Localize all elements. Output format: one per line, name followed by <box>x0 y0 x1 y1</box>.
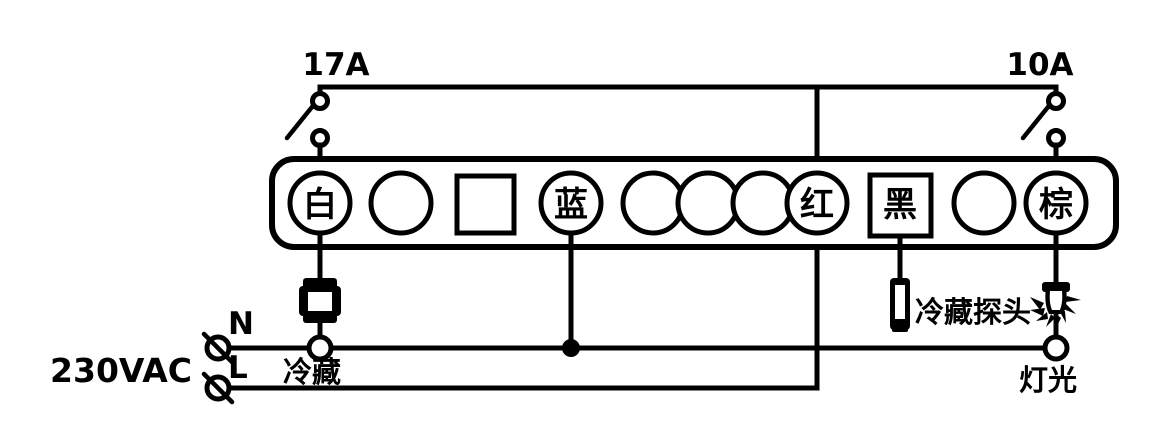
terminal-8-label: 红 <box>800 185 834 225</box>
breaker-left-17a[interactable]: 17A <box>284 47 370 189</box>
terminal-3-shape <box>454 173 517 236</box>
live-terminal-label: L <box>228 350 248 386</box>
terminal-6-shape <box>675 170 741 236</box>
compressor-icon <box>299 278 341 323</box>
terminal-3-empty-square[interactable] <box>454 173 517 236</box>
temperature-probe-icon <box>890 278 910 332</box>
terminal-4-label: 蓝 <box>554 185 588 225</box>
terminal-2-shape <box>368 170 434 236</box>
neutral-terminal-label: N <box>228 306 254 342</box>
terminal-5-empty[interactable] <box>620 170 686 236</box>
supply-terminal-live[interactable]: L <box>201 350 248 405</box>
terminal-list: 白 蓝 <box>287 170 1089 239</box>
terminal-8-red[interactable]: 红 <box>784 170 850 236</box>
terminal-8-shape <box>784 170 850 236</box>
probe-label: 冷藏探头 <box>915 295 1031 329</box>
light-bulb-icon <box>1030 282 1081 328</box>
terminal-6-empty[interactable] <box>675 170 741 236</box>
supply-voltage-label: 230VAC <box>50 351 192 390</box>
terminal-2-empty[interactable] <box>368 170 434 236</box>
terminal-7-empty[interactable] <box>730 170 796 236</box>
breaker-left-upper-contact <box>310 91 330 111</box>
terminal-5-shape <box>620 170 686 236</box>
compressor-neutral-junction <box>306 334 334 362</box>
breaker-right-upper-contact <box>1046 91 1066 111</box>
terminal-9-black[interactable]: 黑 <box>867 172 934 239</box>
lamp-label: 灯光 <box>1019 363 1077 397</box>
lamp-neutral-junction <box>1042 334 1070 362</box>
supply-terminal-neutral[interactable]: N <box>201 306 254 365</box>
terminal-10-empty[interactable] <box>951 170 1017 236</box>
terminal-1-white[interactable]: 白 <box>287 170 353 236</box>
breaker-left-rating-label: 17A <box>302 47 369 83</box>
blue-neutral-junction-dot <box>562 339 580 357</box>
compressor-label: 冷藏 <box>283 355 341 389</box>
terminal-7-shape <box>730 170 796 236</box>
terminal-10-shape <box>951 170 1017 236</box>
terminal-9-shape <box>867 172 934 239</box>
terminal-11-label: 棕 <box>1039 185 1073 225</box>
breaker-right-rating-label: 10A <box>1006 47 1073 83</box>
terminal-4-blue[interactable]: 蓝 <box>538 170 604 236</box>
terminal-9-label: 黑 <box>883 185 917 225</box>
terminal-11-brown[interactable]: 棕 <box>1023 170 1089 236</box>
terminal-1-label: 白 <box>303 185 337 225</box>
